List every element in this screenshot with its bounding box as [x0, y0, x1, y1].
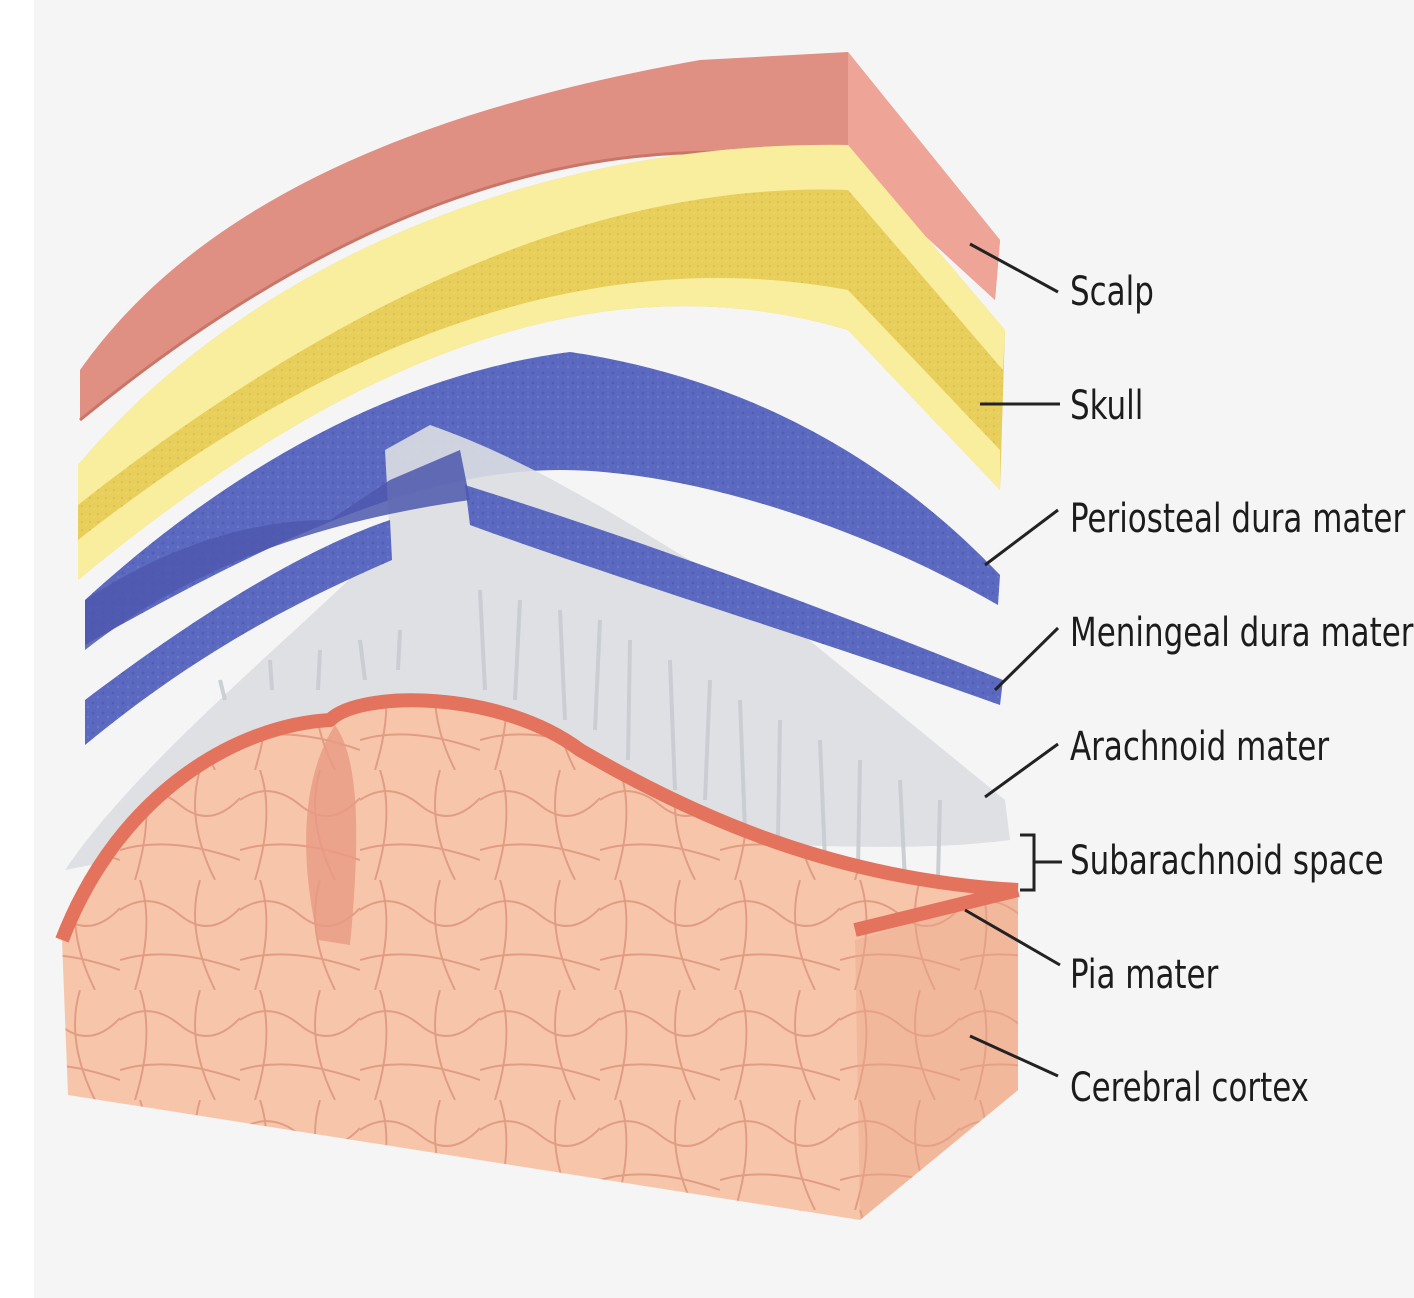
label-cortex: Cerebral cortex: [1070, 1066, 1309, 1110]
label-pia: Pia mater: [1070, 953, 1218, 997]
label-periosteal-dura: Periosteal dura mater: [1070, 497, 1405, 541]
label-subarachnoid: Subarachnoid space: [1070, 839, 1384, 883]
label-scalp: Scalp: [1070, 270, 1154, 314]
label-arachnoid: Arachnoid mater: [1070, 725, 1329, 769]
label-skull: Skull: [1070, 384, 1143, 428]
label-meningeal-dura: Meningeal dura mater: [1070, 611, 1413, 655]
